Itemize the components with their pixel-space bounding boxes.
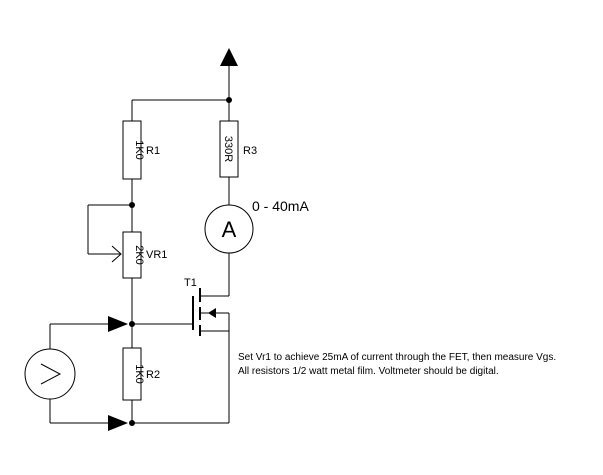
r1-ref: R1	[146, 145, 160, 157]
potentiometer-vr1: 2K0 VR1	[87, 202, 167, 348]
fet-t1: T1	[132, 277, 230, 423]
resistor-r3: 330R R3	[219, 120, 257, 205]
r1-value: 1K0	[133, 140, 145, 160]
top-rail	[131, 97, 232, 121]
note-line-1: Set Vr1 to achieve 25mA of current throu…	[238, 352, 556, 363]
voltmeter: >	[24, 316, 128, 431]
r2-value: 1K0	[133, 364, 145, 384]
bottom-rail	[129, 420, 229, 426]
r3-value: 330R	[222, 136, 234, 162]
ammeter-symbol: A	[222, 217, 237, 242]
r2-ref: R2	[146, 369, 160, 381]
vr1-ref: VR1	[146, 249, 167, 261]
note-line-2: All resistors 1/2 watt metal film. Voltm…	[238, 366, 499, 377]
ammeter: A 0 - 40mA	[204, 198, 309, 296]
r3-ref: R3	[243, 145, 257, 157]
resistor-r2: 1K0 R2	[122, 347, 160, 423]
ammeter-range: 0 - 40mA	[252, 198, 309, 214]
resistor-r1: 1K0 R1	[122, 120, 160, 232]
supply-arrow	[220, 48, 238, 100]
t1-ref: T1	[184, 277, 197, 289]
vr1-value: 2K0	[133, 245, 145, 265]
